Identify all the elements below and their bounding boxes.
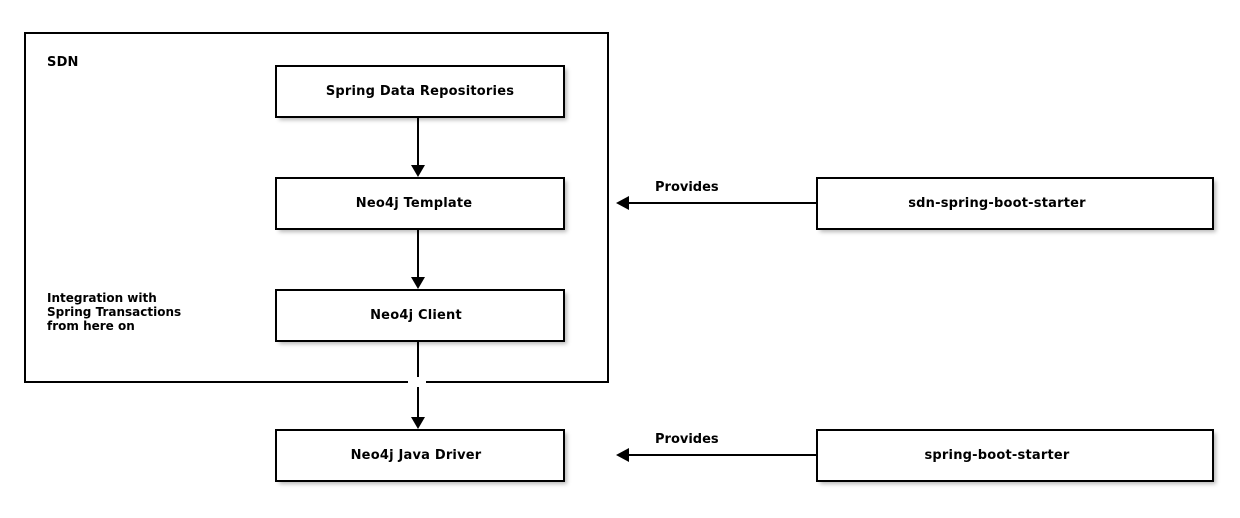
transactions-annotation: Integration with Spring Transactions fro… xyxy=(47,291,181,333)
annotation-line-2: Spring Transactions xyxy=(47,305,182,319)
edge-template-to-client-line xyxy=(417,230,419,277)
edge-boot-starter-provides-line xyxy=(629,454,816,456)
container-border-gap xyxy=(408,377,426,387)
node-neo4j-client[interactable]: Neo4j Client xyxy=(275,289,565,342)
edge-label-provides-top: Provides xyxy=(655,180,719,195)
node-label: Spring Data Repositories xyxy=(325,84,515,99)
node-sdn-spring-boot-starter[interactable]: sdn-spring-boot-starter xyxy=(816,177,1214,230)
arrowhead-down-icon xyxy=(411,417,425,429)
sdn-container-label: SDN xyxy=(47,55,79,70)
node-label: Neo4j Template xyxy=(355,196,473,211)
node-neo4j-template[interactable]: Neo4j Template xyxy=(275,177,565,230)
arrowhead-left-icon xyxy=(616,448,629,462)
sdn-container-box xyxy=(24,32,609,383)
node-neo4j-java-driver[interactable]: Neo4j Java Driver xyxy=(275,429,565,482)
annotation-line-3: from here on xyxy=(47,319,135,333)
node-spring-data-repositories[interactable]: Spring Data Repositories xyxy=(275,65,565,118)
annotation-line-1: Integration with xyxy=(47,291,157,305)
node-spring-boot-starter[interactable]: spring-boot-starter xyxy=(816,429,1214,482)
node-label: sdn-spring-boot-starter xyxy=(908,196,1086,211)
node-label: spring-boot-starter xyxy=(924,448,1070,463)
node-label: Neo4j Java Driver xyxy=(350,448,482,463)
arrowhead-down-icon xyxy=(411,165,425,177)
node-label: Neo4j Client xyxy=(370,308,462,323)
edge-label-provides-bottom: Provides xyxy=(655,432,719,447)
edge-repos-to-template-line xyxy=(417,118,419,165)
edge-sdn-starter-provides-line xyxy=(629,202,816,204)
arrowhead-down-icon xyxy=(411,277,425,289)
arrowhead-left-icon xyxy=(616,196,629,210)
